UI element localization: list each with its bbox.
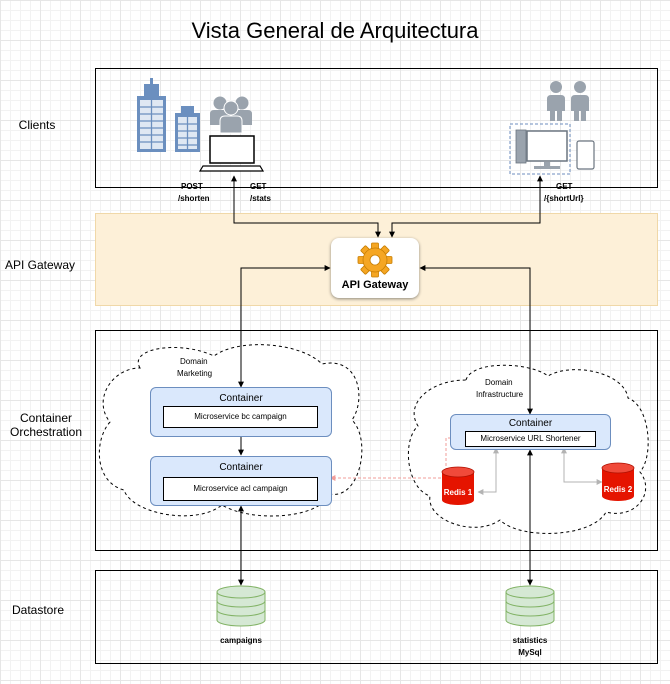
database-icon bbox=[505, 585, 555, 627]
domain-marketing-line1: Domain bbox=[180, 357, 208, 366]
get-stats-method-label: GET bbox=[250, 182, 267, 191]
laptop-icon bbox=[198, 135, 265, 172]
connector-shorturl-to-gateway bbox=[389, 175, 543, 238]
datastore-mysql-label: MySql bbox=[518, 648, 542, 657]
desktop-icon bbox=[509, 123, 571, 175]
domain-marketing-line2: Marketing bbox=[177, 369, 213, 378]
lane-label-container-orchestration: Container Orchestration bbox=[9, 411, 83, 439]
users-icon bbox=[210, 96, 252, 134]
container-title: Container bbox=[219, 462, 263, 473]
database-icon bbox=[216, 585, 266, 627]
gear-icon bbox=[357, 242, 393, 278]
connector-shortener-to-redis2 bbox=[561, 447, 603, 485]
page-title: Vista General de Arquitectura bbox=[191, 18, 479, 43]
datastore-campaigns-label: campaigns bbox=[220, 636, 262, 645]
tablet-icon bbox=[576, 140, 595, 170]
datastore-statistics-label: statistics bbox=[512, 636, 548, 645]
container-orchestration-lane bbox=[95, 330, 658, 551]
connector-shortener-to-redis1 bbox=[477, 447, 499, 495]
connector-stats-to-gateway bbox=[231, 175, 381, 238]
connector-gateway-to-marketing bbox=[238, 265, 331, 388]
post-method-label: POST bbox=[181, 182, 203, 191]
redis-1-label: Redis 1 bbox=[443, 488, 473, 497]
redis-2-label: Redis 2 bbox=[603, 485, 633, 494]
container-url-shortener[interactable]: Container Microservice URL Shortener bbox=[450, 414, 611, 450]
api-gateway-label: API Gateway bbox=[341, 279, 409, 291]
microservice-bc-campaign[interactable]: Microservice bc campaign bbox=[163, 406, 318, 428]
users-icon bbox=[547, 81, 589, 121]
container-title: Container bbox=[508, 418, 553, 429]
container-bc-campaign[interactable]: Container Microservice bc campaign bbox=[150, 387, 332, 437]
redis-1-icon bbox=[441, 466, 475, 505]
lane-label-datastore: Datastore bbox=[11, 603, 65, 617]
datastore-lane bbox=[95, 570, 658, 664]
get-shorturl-method-label: GET bbox=[556, 182, 573, 191]
lane-label-clients: Clients bbox=[18, 118, 56, 132]
microservice-acl-campaign[interactable]: Microservice acl campaign bbox=[163, 477, 318, 501]
get-stats-path-label: /stats bbox=[250, 194, 271, 203]
domain-infrastructure-line2: Infrastructure bbox=[476, 390, 524, 399]
post-path-label: /shorten bbox=[178, 194, 210, 203]
connector-gateway-to-shortener bbox=[419, 265, 533, 415]
redis-2-icon bbox=[601, 462, 635, 501]
get-shorturl-path-label: /{shortUrl} bbox=[544, 194, 584, 203]
container-title: Container bbox=[219, 393, 263, 404]
container-acl-campaign[interactable]: Container Microservice acl campaign bbox=[150, 456, 332, 506]
domain-infrastructure-line1: Domain bbox=[485, 378, 513, 387]
lane-label-api-gateway: API Gateway bbox=[4, 258, 76, 272]
city-buildings-icon bbox=[137, 78, 200, 152]
microservice-url-shortener[interactable]: Microservice URL Shortener bbox=[465, 431, 596, 447]
api-gateway-node[interactable]: API Gateway bbox=[331, 238, 419, 298]
